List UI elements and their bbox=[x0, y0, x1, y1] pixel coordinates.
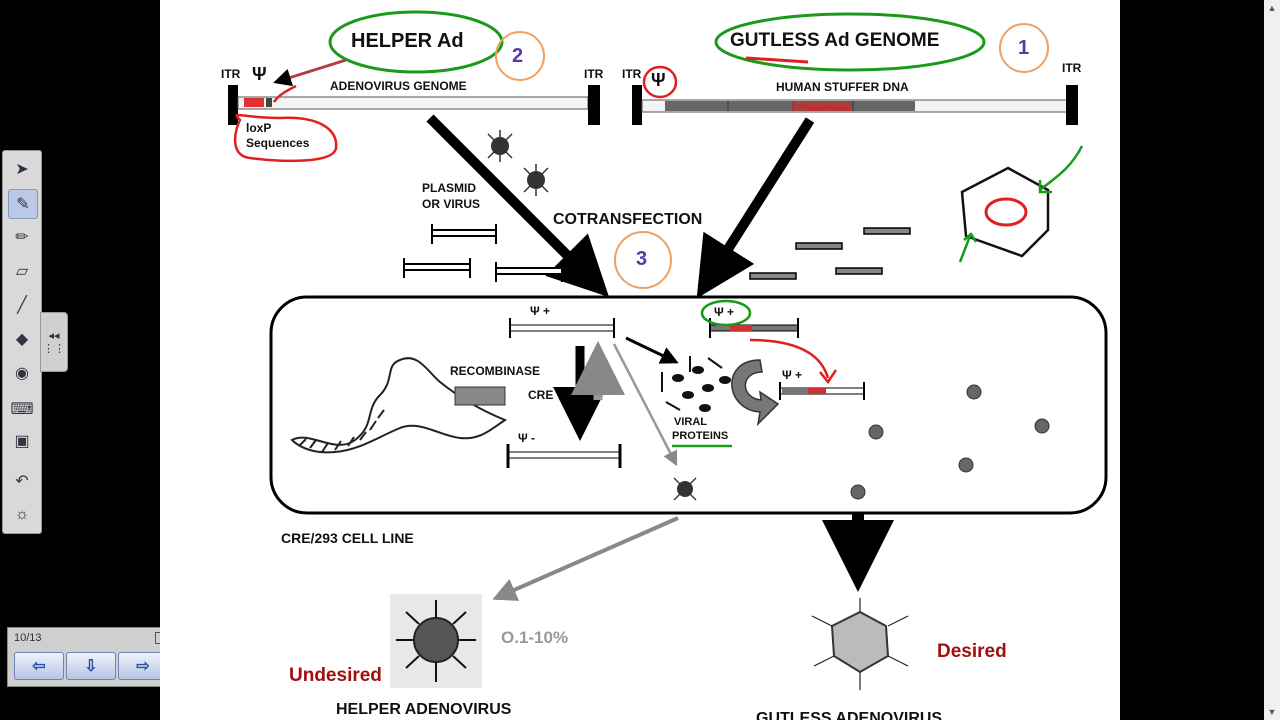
number-1: 1 bbox=[1018, 37, 1030, 59]
loxp-label: loxP bbox=[246, 121, 272, 135]
virion-top-1 bbox=[487, 130, 513, 162]
red-curve-arrow bbox=[749, 338, 838, 385]
stuffer-fragments bbox=[749, 227, 911, 280]
circle-number-1 bbox=[999, 23, 1049, 73]
prev-page-button[interactable]: ⇦ bbox=[14, 652, 64, 680]
note-icon[interactable]: ▣ bbox=[14, 433, 30, 450]
arrow-left-icon: ⇦ bbox=[32, 658, 46, 675]
gutless-genome-bar bbox=[632, 85, 1078, 125]
psi-plus-label-3: Ψ + bbox=[782, 368, 803, 382]
psi-plus-label-1: Ψ + bbox=[530, 304, 551, 318]
human-stuffer-label: HUMAN STUFFER DNA bbox=[776, 80, 909, 94]
gutless-in-cell bbox=[709, 318, 799, 338]
circle-number-2 bbox=[495, 31, 545, 81]
cre-label: CRE bbox=[528, 388, 554, 402]
adenovirus-genome-label: ADENOVIRUS GENOME bbox=[330, 79, 467, 93]
fill-icon[interactable]: ◉ bbox=[15, 365, 29, 382]
shapes-icon[interactable]: ◆ bbox=[15, 331, 29, 348]
viral-protein-fibers bbox=[661, 356, 723, 411]
keyboard-icon[interactable]: ⌨ bbox=[10, 401, 34, 418]
packaging-arrow bbox=[731, 359, 780, 427]
cotransfection-label: COTRANSFECTION bbox=[553, 211, 703, 228]
line-icon[interactable]: ╱ bbox=[17, 297, 27, 314]
loxp-pointer bbox=[272, 84, 297, 103]
slide-graphics bbox=[228, 10, 1108, 690]
psi-plus-green-circle bbox=[700, 299, 752, 327]
collapse-icon: ◂◂ bbox=[48, 330, 60, 342]
psi-minus-label: Ψ - bbox=[518, 431, 536, 445]
sequences-label: Sequences bbox=[246, 136, 310, 150]
percent-label: O.1-10% bbox=[501, 628, 569, 647]
helper-ad-title: HELPER Ad bbox=[351, 30, 464, 52]
highlighter-icon[interactable]: ✏ bbox=[15, 229, 29, 246]
undo-icon[interactable]: ↶ bbox=[15, 473, 29, 490]
arrow-right-icon: ⇨ bbox=[136, 658, 150, 675]
number-3: 3 bbox=[636, 248, 648, 270]
red-underline bbox=[745, 56, 809, 64]
gutless-adenovirus-label: GUTLESS ADENOVIRUS bbox=[756, 710, 943, 720]
itr-label-1: ITR bbox=[221, 67, 241, 81]
annotation-toolbar: ➤ ✎ ✏ ▱ ╱ ◆ ◉ ⌨ ▣ ↶ ☼ bbox=[2, 150, 42, 534]
toolbar-collapse-handle[interactable]: ◂◂ ⋮⋮ bbox=[40, 312, 68, 372]
desired-label: Desired bbox=[937, 641, 1007, 662]
gutless-packaged bbox=[779, 382, 865, 400]
arrow-down-icon: ⇩ bbox=[84, 658, 98, 675]
viral-proteins bbox=[672, 366, 731, 412]
psi-label-1: Ψ bbox=[252, 64, 267, 84]
gutless-adenovirus-image bbox=[811, 598, 909, 690]
psi-label-2: Ψ bbox=[651, 70, 666, 90]
helper-adenovirus-image bbox=[390, 594, 482, 688]
itr-label-2: ITR bbox=[584, 67, 604, 81]
proteins-label: PROTEINS bbox=[672, 430, 729, 442]
loxp-red-circle bbox=[234, 113, 338, 163]
itr-label-4: ITR bbox=[1062, 61, 1082, 75]
scroll-up-icon[interactable]: ▲ bbox=[1267, 3, 1277, 13]
cell-outline bbox=[269, 295, 1108, 515]
green-arrow-sketch-2 bbox=[958, 232, 978, 263]
grip-icon: ⋮⋮ bbox=[43, 343, 65, 355]
undesired-label: Undesired bbox=[289, 665, 382, 686]
gutless-green-circle bbox=[714, 12, 986, 72]
plasmid-fragments bbox=[403, 224, 563, 282]
virions-gutless bbox=[850, 384, 1050, 500]
page-list-button[interactable]: ⇩ bbox=[66, 652, 116, 680]
page-navigator: 10/13 ▪ ⇦ ⇩ ⇨ bbox=[7, 627, 174, 687]
dna-rungs bbox=[299, 409, 385, 453]
pointer-icon[interactable]: ➤ bbox=[15, 161, 29, 178]
psi-red-circle bbox=[642, 65, 678, 99]
vertical-scrollbar[interactable]: ▲ ▼ bbox=[1264, 0, 1280, 720]
slide-canvas: HELPER Ad GUTLESS Ad GENOME 2 1 3 ITR Ψ … bbox=[160, 0, 1120, 720]
gutless-genome-title: GUTLESS Ad GENOME bbox=[730, 30, 940, 51]
eraser-icon[interactable]: ▱ bbox=[15, 263, 29, 280]
nucleus-sketch bbox=[984, 197, 1028, 227]
circle-number-3 bbox=[614, 231, 672, 289]
helper-green-circle bbox=[328, 10, 504, 74]
recombinase-box bbox=[454, 386, 506, 406]
recombinase-label: RECOMBINASE bbox=[450, 364, 541, 378]
pen-icon[interactable]: ✎ bbox=[8, 189, 38, 219]
itr-label-3: ITR bbox=[622, 67, 642, 81]
red-squiggle bbox=[801, 105, 851, 111]
helper-adenovirus-label: HELPER ADENOVIRUS bbox=[336, 701, 512, 718]
helper-psi-minus bbox=[506, 444, 622, 468]
psi-plus-label-2: Ψ + bbox=[714, 305, 735, 319]
helper-in-cell bbox=[509, 318, 615, 338]
psi-pointer bbox=[273, 58, 347, 87]
virion-cell-1 bbox=[673, 477, 697, 501]
number-2: 2 bbox=[512, 45, 524, 67]
green-arrow-sketch-1 bbox=[1038, 145, 1084, 194]
page-count: 10/13 bbox=[14, 632, 42, 644]
plasmid-label: PLASMID bbox=[422, 181, 476, 195]
viral-label: VIRAL bbox=[674, 416, 707, 428]
cell-line-label: CRE/293 CELL LINE bbox=[281, 530, 414, 546]
virion-top-2 bbox=[523, 164, 549, 196]
or-virus-label: OR VIRUS bbox=[422, 197, 481, 211]
settings-icon[interactable]: ☼ bbox=[14, 506, 30, 523]
helper-genome-bar bbox=[228, 85, 600, 125]
scroll-down-icon[interactable]: ▼ bbox=[1267, 707, 1277, 717]
cell-sketch bbox=[960, 166, 1050, 258]
